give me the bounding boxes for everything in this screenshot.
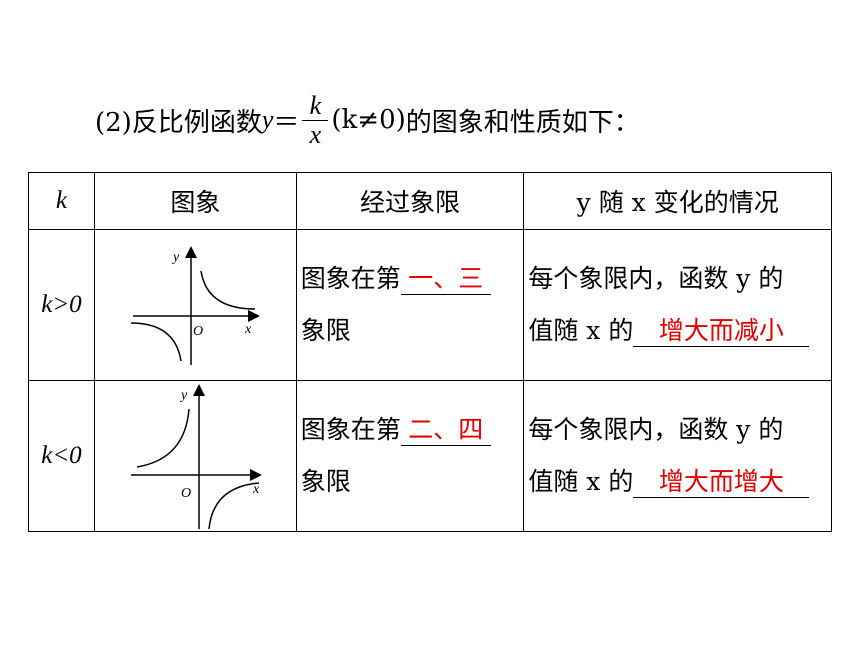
x-axis-label: x bbox=[252, 482, 260, 497]
quadrant-answer: 二、四 bbox=[400, 415, 491, 446]
header-k: k bbox=[28, 172, 95, 230]
row-k-value: k<0 bbox=[28, 380, 95, 532]
graph-cell: y x O bbox=[93, 229, 297, 381]
header-graph: 图象 bbox=[93, 172, 297, 230]
change-prefix: 值随 x 的 bbox=[528, 467, 634, 496]
intro-eq: ＝ bbox=[273, 107, 300, 138]
change-line-2: 值随 x 的增大而增大 bbox=[528, 456, 831, 508]
fraction-numerator: k bbox=[309, 90, 322, 120]
change-cell: 每个象限内，函数 y 的 值随 x 的增大而减小 bbox=[523, 229, 832, 381]
header-quadrants: 经过象限 bbox=[295, 172, 525, 230]
fraction-bar bbox=[302, 119, 329, 121]
table-row: k<0 y x O 图象在第二、四 象限 bbox=[28, 380, 832, 532]
change-answer: 增大而增大 bbox=[633, 467, 810, 498]
y-axis-label: y bbox=[179, 388, 188, 403]
branch-quadrant-1 bbox=[200, 270, 256, 310]
change-line-1: 每个象限内，函数 y 的 bbox=[528, 264, 784, 293]
hyperbola-graph-negative: y x O bbox=[131, 384, 263, 530]
y-axis-label: y bbox=[171, 250, 180, 265]
quadrant-line-1: 图象在第一、三 bbox=[301, 253, 524, 305]
quadrant-answer: 一、三 bbox=[400, 264, 491, 295]
branch-quadrant-2 bbox=[137, 408, 191, 468]
quadrant-prefix: 图象在第 bbox=[300, 415, 401, 444]
branch-quadrant-3 bbox=[131, 322, 183, 362]
quadrant-prefix: 图象在第 bbox=[300, 264, 401, 293]
change-line-1: 每个象限内，函数 y 的 bbox=[528, 415, 784, 444]
branch-quadrant-4 bbox=[208, 482, 260, 530]
intro-y: y bbox=[261, 105, 274, 134]
change-prefix: 值随 x 的 bbox=[528, 316, 634, 345]
quadrant-line-1: 图象在第二、四 bbox=[301, 404, 524, 456]
change-cell: 每个象限内，函数 y 的 值随 x 的增大而增大 bbox=[523, 380, 832, 532]
origin-label: O bbox=[193, 324, 203, 339]
table-row: k>0 y x O 图象在第一、三 象限 bbox=[28, 229, 832, 381]
quadrant-suffix: 象限 bbox=[300, 316, 351, 345]
header-change: y 随 x 变化的情况 bbox=[523, 172, 832, 230]
quadrant-suffix: 象限 bbox=[300, 467, 351, 496]
origin-label: O bbox=[181, 486, 191, 501]
intro-condition: (k≠0) bbox=[331, 105, 406, 135]
quadrant-cell: 图象在第二、四 象限 bbox=[295, 380, 525, 532]
change-line-2: 值随 x 的增大而减小 bbox=[528, 305, 831, 357]
x-axis-label: x bbox=[244, 322, 252, 337]
change-answer: 增大而减小 bbox=[633, 316, 810, 347]
row-k-value: k>0 bbox=[28, 229, 95, 381]
fraction-k-over-x: k x bbox=[302, 90, 329, 149]
properties-table: k 图象 经过象限 y 随 x 变化的情况 k>0 y x O bbox=[28, 172, 832, 532]
table-header-row: k 图象 经过象限 y 随 x 变化的情况 bbox=[28, 172, 832, 230]
quadrant-cell: 图象在第一、三 象限 bbox=[295, 229, 525, 381]
fraction-denominator: x bbox=[309, 119, 322, 149]
hyperbola-graph-positive: y x O bbox=[131, 246, 261, 365]
intro-suffix: 的图象和性质如下： bbox=[405, 107, 640, 138]
graph-cell: y x O bbox=[93, 380, 297, 532]
intro-prefix: (2)反比例函数 bbox=[95, 107, 262, 138]
intro-line: (2)反比例函数 y ＝ k x (k≠0) 的图象和性质如下： bbox=[95, 88, 640, 152]
